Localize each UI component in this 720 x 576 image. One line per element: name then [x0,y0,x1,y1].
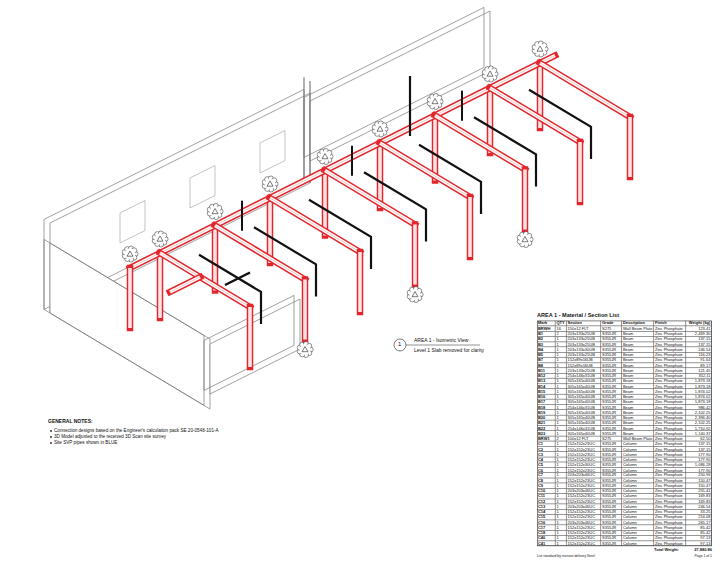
table-cell: Zinc Phosphate [654,541,686,546]
total-label: Total Weight: [654,547,679,552]
wall-outline [210,299,300,394]
svp-pipe [351,146,353,176]
callout-number: 1 [398,341,401,348]
revision-cloud [122,246,138,262]
notes-heading: GENERAL NOTES: [48,418,93,424]
revision-cloud [152,231,168,247]
column [380,143,381,208]
svp-pipe [529,90,591,159]
view-callout-circle [394,339,406,351]
table-cell: 97.13 [686,541,712,546]
svp-pipe [309,200,371,269]
note-bullet [50,436,52,438]
table-title: AREA 1 - Material / Section List [537,312,619,319]
column [580,142,581,202]
table-cell: S355JR [601,541,622,546]
walls [44,7,490,409]
column [215,226,216,291]
table-cell: 152x152x23UC [567,541,601,546]
page-number: Page 1 of 1 [686,553,712,557]
revision-cloud [532,41,548,57]
view-note: Level 1 Slab removed for clarity [414,347,484,353]
column [160,253,161,318]
svp-pipe [364,172,426,241]
revision-cloud [372,121,388,137]
revision-cloud [482,66,498,82]
column [470,197,471,257]
steel-frame [130,56,630,368]
revision-cloud [207,203,223,219]
column [305,280,306,340]
revision-cloud [297,341,313,357]
general-note: Site SVP pipes shown in BLUE [54,440,117,446]
svp-pipe [419,145,481,214]
svp-pipes [199,76,591,324]
wall-opening [190,166,215,209]
column [270,198,271,263]
column [435,116,436,181]
revision-cloud [517,231,533,247]
table-footer: List standard by revision delivery Steel [537,553,595,557]
svp-pipe [241,201,243,231]
annotations [50,339,480,444]
svp-pipe [409,76,411,136]
table-header: Section [567,321,601,326]
wall-outline [310,81,311,183]
column [130,268,131,328]
wall-outline [304,77,305,179]
column [360,252,361,312]
wall-outline [310,11,490,161]
note-bullet [50,442,52,444]
cross-beam [160,253,250,307]
cross-beam [540,63,630,117]
table-header: Weight (kg) [686,321,712,326]
column [490,88,491,153]
wall-outline [204,295,294,390]
revision-cloud [407,286,423,302]
table-header: Description [622,321,654,326]
wall-opening [260,131,285,174]
revision-cloud [317,148,333,164]
view-title: AREA 1 - Isometric View [414,337,468,343]
section-list: AREA 1 - Material / Section ListMarkQTYS… [537,312,712,565]
svp-pipe [474,117,536,186]
svp-pipe [254,227,316,296]
column [630,117,631,177]
table-cell: Column [622,541,654,546]
general-note: Connection designs based on the Engineer… [54,428,219,434]
total-value: 27,880.86 [686,547,712,552]
table-header: Finish [654,321,686,326]
table-header: QTY [555,321,566,326]
revision-cloud [427,93,443,109]
column [325,171,326,236]
column [415,225,416,285]
trimmer-beam [170,277,200,292]
column [250,307,251,367]
svp-pipe [461,91,463,121]
note-bullet [50,430,52,432]
table-header: Grade [601,321,622,326]
table-header: Mark [537,321,555,326]
column [525,170,526,230]
table-cell: 1 [555,541,566,546]
general-note: 3D Model adjusted to the received 3D Sca… [54,434,166,440]
wall-opening [120,201,145,244]
svp-pipe [225,273,250,286]
view-title-rule [406,345,480,346]
member-mark: C41 [537,541,555,546]
svp-pipe [199,255,261,324]
revision-clouds [122,41,548,358]
revision-cloud [262,176,278,192]
